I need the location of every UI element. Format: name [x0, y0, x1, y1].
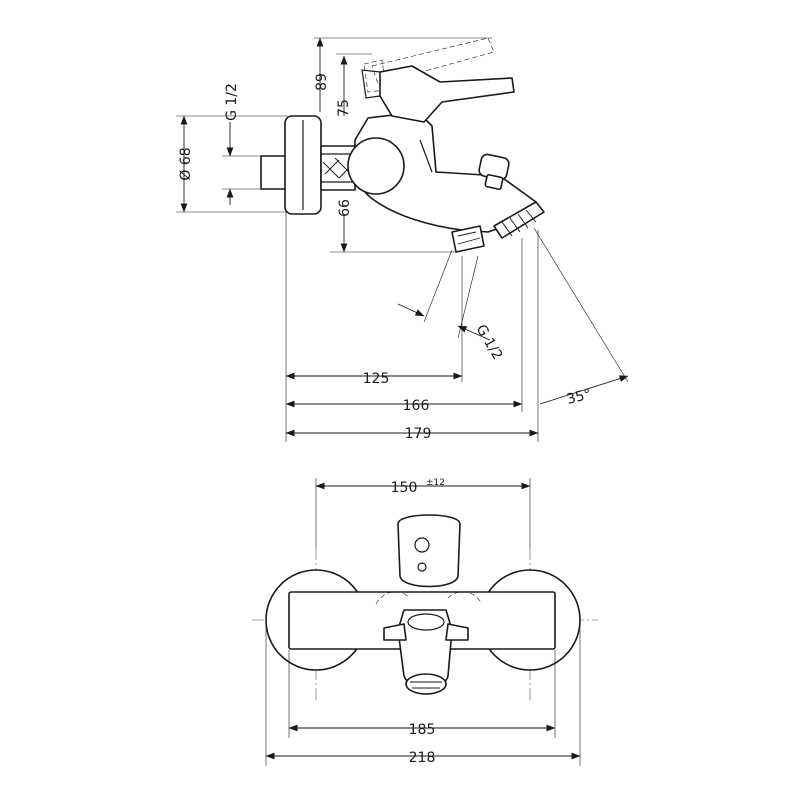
dim-label-150: 150 — [391, 480, 418, 496]
spout-outline-front — [375, 591, 483, 605]
height-dimensions — [314, 37, 492, 253]
outlet-thread-dimension — [397, 249, 491, 341]
spout-front — [383, 609, 469, 695]
dim-label-89: 89 — [314, 73, 330, 91]
spout-outlet — [493, 201, 545, 239]
dim-label-thread-outlet: G 1/2 — [473, 322, 506, 363]
front-view: 150 ±12 185 218 — [252, 478, 598, 766]
wall-flange — [260, 115, 322, 215]
dim-label-75: 75 — [336, 99, 352, 117]
hose-connector — [451, 225, 485, 253]
spout-angle-dimension — [533, 227, 629, 442]
dim-label-thread-inlet: G 1/2 — [224, 83, 240, 121]
dim-label-angle: 35° — [565, 386, 593, 408]
projection-dimensions — [285, 212, 539, 442]
union-nut — [320, 145, 356, 191]
dim-label-125: 125 — [363, 371, 390, 387]
dim-label-flange-diameter: Ø 68 — [178, 147, 194, 180]
flange-dimensions — [176, 115, 288, 213]
side-view: 89 75 66 G 1/2 Ø 68 G 1/2 125 166 179 35… — [176, 37, 629, 442]
dim-label-218: 218 — [409, 750, 436, 766]
dim-label-179: 179 — [405, 426, 432, 442]
dim-label-tolerance: ±12 — [426, 478, 445, 488]
dim-label-66: 66 — [337, 199, 353, 217]
front-extension-lines — [265, 478, 581, 766]
diverter-knob — [478, 153, 510, 190]
dim-label-185: 185 — [409, 722, 436, 738]
lever-handle — [361, 65, 515, 123]
dim-label-166: 166 — [403, 398, 430, 414]
front-dimensions — [265, 482, 581, 760]
lever-handle-front — [397, 514, 461, 588]
mixer-body — [347, 111, 537, 233]
